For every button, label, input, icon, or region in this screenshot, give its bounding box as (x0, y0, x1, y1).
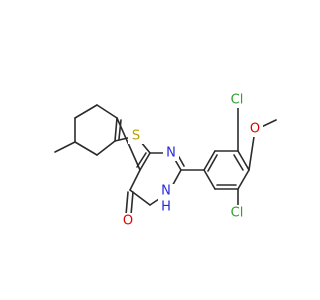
ring-nitrogen-label: N (166, 146, 176, 161)
methoxy-oxygen-label: O (250, 122, 260, 137)
chlorine-top-label: Cl (231, 93, 244, 108)
molecule-structure-diagram: S N N H O O Cl Cl (54, 92, 277, 229)
atom-labels: S N N H O O Cl Cl (120, 92, 263, 229)
chlorine-bottom-label: Cl (231, 206, 244, 221)
sulfur-atom-label: S (132, 129, 140, 144)
amide-nitrogen-label: N (161, 184, 171, 199)
carbonyl-oxygen-label: O (123, 214, 133, 229)
amide-hydrogen-label: H (161, 200, 171, 215)
